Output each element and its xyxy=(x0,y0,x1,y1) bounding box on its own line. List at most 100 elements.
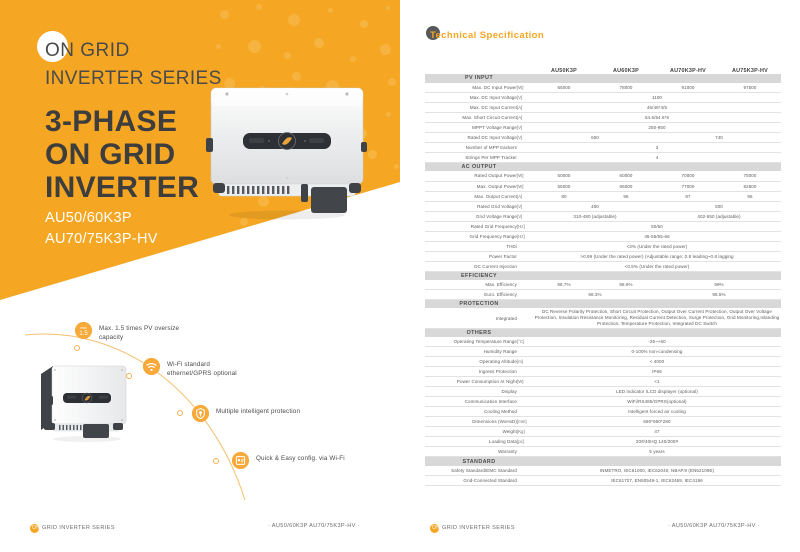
spec-section-header: PROTECTION xyxy=(425,299,781,309)
spec-row-label: Warranty xyxy=(425,446,517,458)
spec-row-label: Rated Grid Voltage xyxy=(425,201,517,212)
spec-cell-1: 78000 xyxy=(595,82,657,94)
spec-row-unit: [V] xyxy=(517,132,533,144)
spec-row: Operating Altitude[m]< 4000 xyxy=(425,356,781,368)
hero-model-list: AU50/60K3P AU70/75K3P-HV xyxy=(45,208,158,250)
spec-row-unit xyxy=(517,465,533,477)
spec-section-header: OTHERS xyxy=(425,328,781,337)
spec-cell-0: 55000 xyxy=(533,181,595,192)
spec-cell-span-1: 740 xyxy=(657,132,781,144)
footer-brand-on: ON xyxy=(432,524,441,531)
spec-row-unit xyxy=(517,142,533,154)
spec-row: Grid-Connected Standard IEC61727, EN50549… xyxy=(425,475,781,487)
spec-row-label: Max. DC Input Power xyxy=(425,82,517,94)
spec-row-label: Power Consumption At Night xyxy=(425,376,517,388)
spec-blank-head xyxy=(425,58,517,74)
spec-section-title: AC OUTPUT xyxy=(425,162,533,172)
decorative-dot xyxy=(394,164,399,169)
feature-item-wifi: Wi-Fi standard ethernet/GPRS optional xyxy=(143,358,237,378)
feature-text-line1: Wi-Fi standard xyxy=(167,361,211,368)
decorative-dot xyxy=(258,196,269,207)
feature-text-protection: Multiple intelligent protection xyxy=(216,405,300,416)
arc-node-4 xyxy=(213,458,219,464)
spec-row-label: Weight xyxy=(425,426,517,438)
footer-brand-on: ON xyxy=(32,524,41,531)
page-title-line3: INVERTER xyxy=(45,171,200,204)
spec-row-label: Operating Altitude xyxy=(425,356,517,368)
spec-cell-2: 87 xyxy=(657,191,719,202)
decorative-dot xyxy=(314,38,324,48)
spec-cell-3: 95 xyxy=(719,191,781,202)
spec-cell-span-0: 3 xyxy=(533,142,781,154)
right-page: Technical Specification AU50K3P AU60K3P … xyxy=(400,0,800,552)
spec-row-unit xyxy=(517,396,533,408)
spec-cell-3: 75000 xyxy=(719,171,781,182)
spec-cell-span-0: 0-100% non-condensing xyxy=(533,346,781,358)
spec-row: Grid Frequency Range[Hz]45-55/55-65 xyxy=(425,231,781,242)
decorative-dot xyxy=(386,6,390,10)
decorative-dot xyxy=(278,226,283,231)
spec-row-label: Strings Per MPP Tracker xyxy=(425,152,517,164)
spec-section-title: PV INPUT xyxy=(425,74,533,83)
spec-cell-span-0: 98.3% xyxy=(533,289,657,301)
svg-text:max: max xyxy=(80,326,87,330)
spec-cell-span-0: <3% (Under the rated power) xyxy=(533,241,781,252)
footer-models-left: · AU50/60K3P AU70/75K3P-HV · xyxy=(268,523,360,529)
spec-row-label: DC Current Injection xyxy=(425,261,517,272)
spec-row-unit xyxy=(517,346,533,358)
spec-cell-2: 77000 xyxy=(657,181,719,192)
brand-grid-word: GRID xyxy=(74,40,130,61)
spec-row-unit: [pc] xyxy=(517,436,533,448)
spec-cell-span-1: 98.9% xyxy=(595,279,657,291)
spec-section-filler xyxy=(533,299,781,309)
spec-row: Weight[Kg]47 xyxy=(425,426,781,438)
spec-row-unit: [°C] xyxy=(517,336,533,348)
spec-section-filler xyxy=(533,456,781,466)
spec-row-label: Euro. Efficiency xyxy=(425,289,517,301)
decorative-dot xyxy=(380,44,391,55)
spec-row-unit: [V] xyxy=(517,211,533,222)
spec-row-label: Power Factor xyxy=(425,251,517,262)
spec-row-label: Integrated xyxy=(425,308,517,329)
hero-model-line2: AU70/75K3P-HV xyxy=(45,231,158,247)
spec-cell-span-0: <1 xyxy=(533,376,781,388)
feature-text-quickconfig: Quick & Easy config. via Wi-Fi xyxy=(256,452,345,463)
spec-cell-span-0: 250-950 xyxy=(533,122,781,134)
spec-row: Power Consumption At Night[W]<1 xyxy=(425,376,781,388)
spec-row: Rated Grid Frequency[Hz]50/60 xyxy=(425,221,781,232)
spec-row-label: Communication Interface xyxy=(425,396,517,408)
spec-cell-span-0: IEC61727, EN50549-1, IEC62469, IEC4196 xyxy=(533,475,781,487)
page-title-line2: ON GRID xyxy=(45,138,176,171)
feature-list: max 1.5 Max. 1.5 times PV oversize capac… xyxy=(0,300,400,520)
spec-row-label: Grid-Connected Standard xyxy=(425,475,517,487)
spec-cell-span-0: 50/60 xyxy=(533,221,781,232)
spec-row-label: Dimensions (WxHxD) xyxy=(425,416,517,428)
decorative-dot xyxy=(382,216,393,227)
spec-section-filler xyxy=(533,271,781,280)
spec-row-label: Rated Output Power xyxy=(425,171,517,182)
spec-row-label: Grid Frequency Range xyxy=(425,231,517,242)
feature-text-line1: Quick & Easy config. via Wi-Fi xyxy=(256,455,345,462)
spec-cell-span-0: 400 xyxy=(533,201,657,212)
footer-brand-right: ON GRID INVERTER SERIES xyxy=(430,523,515,533)
spec-cell-1: 66000 xyxy=(595,181,657,192)
spec-cell-0: 65000 xyxy=(533,82,595,94)
max-1-5-badge-icon: max 1.5 xyxy=(75,322,92,339)
spec-row-label: Max. Output Power xyxy=(425,181,517,192)
spec-row-unit: [V] xyxy=(517,201,533,212)
spec-row-label: Cooling Method xyxy=(425,406,517,418)
spec-row-label: MPPT Voltage Range xyxy=(425,122,517,134)
spec-cell-span-0: LED indicator /LCD displayer (optional) xyxy=(533,386,781,398)
decorative-dot xyxy=(256,4,262,10)
spec-row-label: Grid Voltage Range xyxy=(425,211,517,222)
spec-row: Grid Voltage Range[V]310-480 (adjustable… xyxy=(425,211,781,222)
spec-row: Loading Data[pc]20#/40HQ 140/200# xyxy=(425,436,781,448)
